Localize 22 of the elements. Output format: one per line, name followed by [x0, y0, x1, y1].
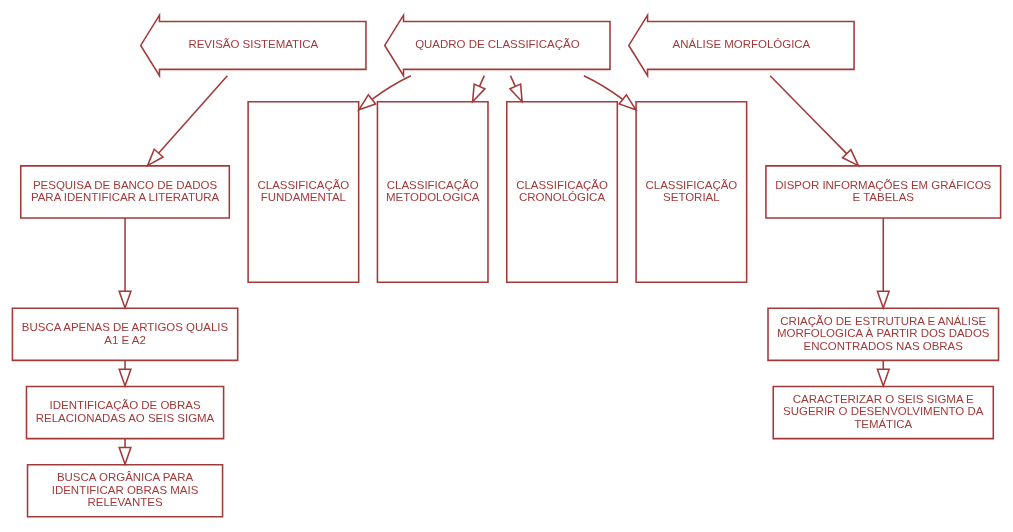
- arrow: [583, 74, 638, 112]
- arrow: [118, 217, 132, 311]
- arrow: [357, 74, 412, 112]
- arrow: [876, 217, 891, 311]
- node-box: CLASSIFICAÇÃO FUNDAMENTAL: [247, 100, 360, 283]
- node-box: DISPOR INFORMAÇÕES EM GRÁFICOS E TABELAS: [765, 165, 1002, 219]
- node-box: CLASSIFICAÇÃO CRONOLÓGICA: [506, 100, 619, 283]
- node-box: BUSCA ORGÂNICA PARA IDENTIFICAR OBRAS MAIS RELEVANTES: [26, 463, 224, 518]
- arrow: [145, 74, 229, 168]
- arrow: [118, 438, 132, 467]
- node-box: IDENTIFICAÇÃO DE OBRAS RELACIONADAS AO SEIS SIGMA: [25, 385, 225, 440]
- arrow: [508, 74, 524, 104]
- node-box: CLASSIFICAÇÃO METODOLOGICA: [376, 100, 489, 283]
- node-box: CRIAÇÃO DE ESTRUTURA E ANÁLISE MORFOLOGICA À PARTIR DOS DADOS ENCONTRADOS NAS OBRAS: [767, 307, 1000, 362]
- node-box: CARACTERIZAR O SEIS SIGMA E SUGERIR O DESENVOLVIMENTO DA TEMÁTICA: [772, 385, 995, 440]
- arrow: [876, 359, 891, 389]
- arrow: [471, 74, 487, 104]
- arrow: [769, 74, 861, 168]
- node-box: PESQUISA DE BANCO DE DADOS PARA IDENTIFICAR A LITERATURA: [19, 165, 231, 219]
- arrow: [118, 359, 132, 389]
- node-box: BUSCA APENAS DE ARTIGOS QUALIS A1 E A2: [11, 307, 239, 362]
- node-box: CLASSIFICAÇÃO SETORIAL: [635, 100, 748, 283]
